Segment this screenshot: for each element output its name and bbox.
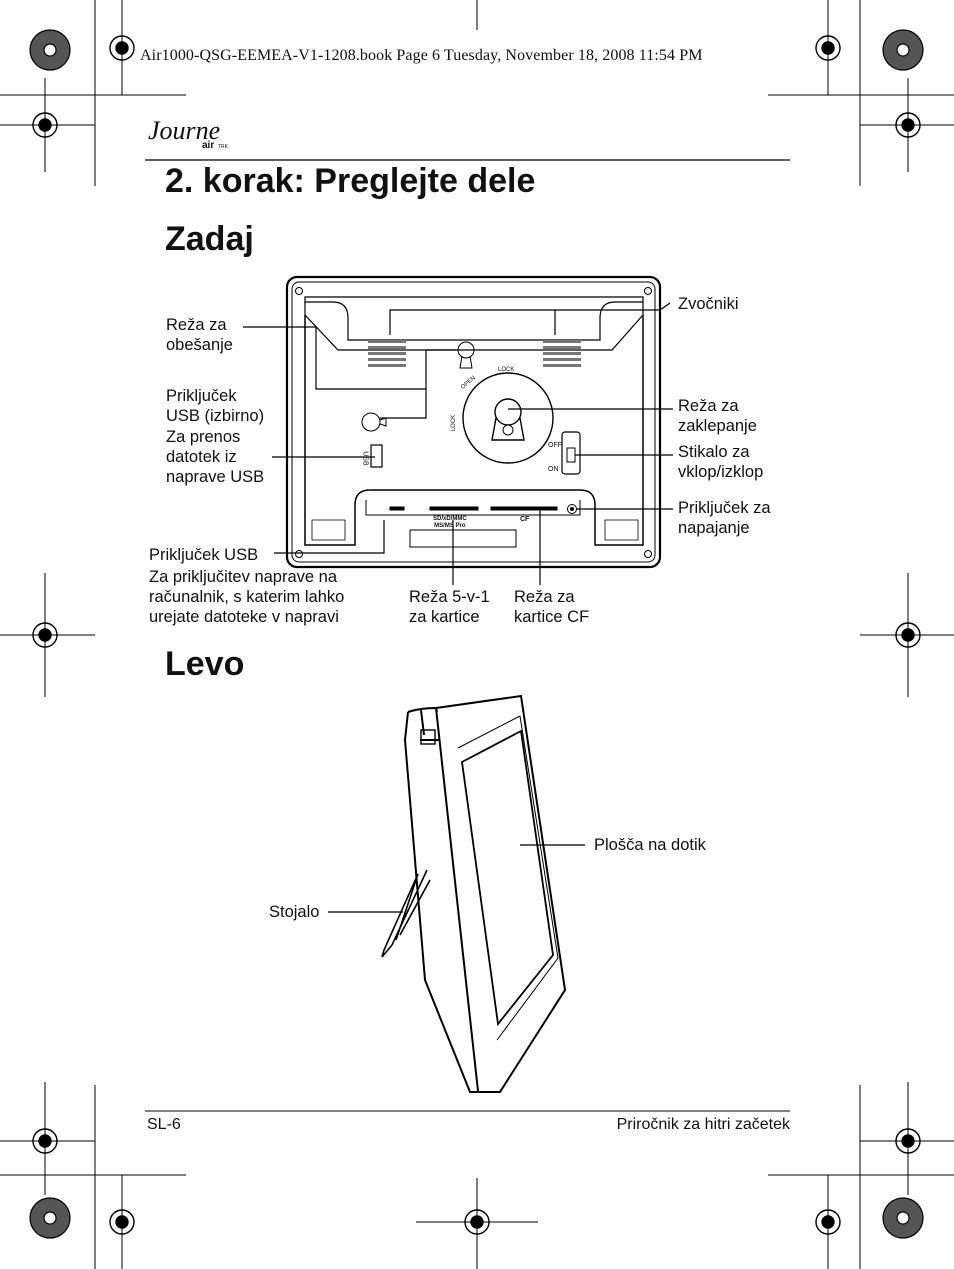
book-header: Air1000-QSG-EEMEA-V1-1208.book Page 6 Tu…	[140, 47, 703, 64]
label-stand: Stojalo	[269, 903, 320, 921]
brand-logo-text: Journe	[148, 116, 221, 145]
section-left-heading: Levo	[165, 645, 245, 683]
brand-logo: Journe air TRK	[148, 116, 238, 160]
label-hanging-slot: Reža za obešanje	[166, 316, 233, 354]
label-card-5in1: Reža 5-v-1 za kartice	[409, 588, 490, 626]
mark-sd-slot: SD/xD/MMC MS/MS Pro	[433, 516, 467, 529]
mark-lock-left: LOCK	[451, 414, 458, 432]
mark-usb: USB	[361, 451, 369, 466]
label-usb-optional: Priključek USB (izbirno)	[166, 387, 265, 425]
brand-logo-tm: TRK	[218, 144, 228, 150]
brand-logo-sub: air	[202, 140, 215, 151]
page-title: 2. korak: Preglejte dele	[165, 162, 536, 200]
label-usb-optional-desc: Za prenos datotek iz naprave USB	[166, 428, 265, 486]
footer-page-number: SL-6	[147, 1116, 181, 1133]
mark-off: OFF	[548, 442, 562, 449]
mark-cf: CF	[520, 516, 530, 523]
section-back-heading: Zadaj	[165, 220, 254, 258]
label-touch-panel: Plošča na dotik	[594, 836, 706, 854]
label-lock-slot: Reža za zaklepanje	[678, 397, 757, 435]
label-card-cf: Reža za kartice CF	[514, 588, 590, 626]
label-usb-port: Priključek USB	[149, 546, 259, 564]
label-usb-port-desc: Za priključitev naprave na računalnik, s…	[149, 568, 345, 626]
footer-guide-title: Priročnik za hitri začetek	[616, 1116, 790, 1133]
label-speakers: Zvočniki	[678, 295, 739, 313]
mark-on: ON	[548, 466, 559, 473]
label-power-jack: Priključek za napajanje	[678, 499, 771, 537]
label-power-switch: Stikalo za vklop/izklop	[678, 443, 764, 481]
mark-lock-top: LOCK	[498, 367, 515, 373]
